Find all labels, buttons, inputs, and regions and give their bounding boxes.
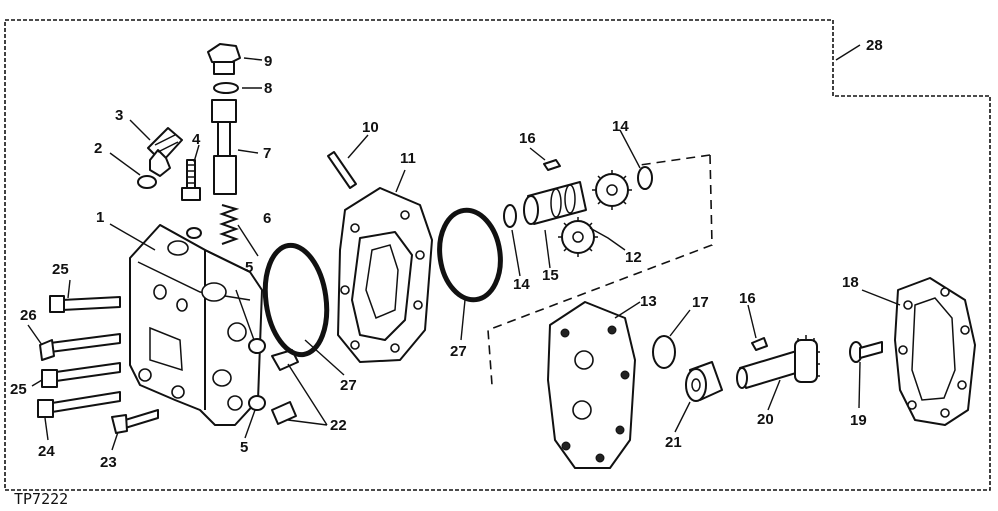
callout-23: 23 (100, 454, 117, 471)
gear-shaft-part-15 (523, 181, 587, 225)
callout-25-upper: 25 (52, 261, 69, 278)
hydraulic-fitting-part-3 (147, 127, 183, 177)
gear-part-12-lower (558, 217, 598, 257)
drive-gear-shaft-part-20 (736, 335, 820, 389)
callout-21: 21 (665, 434, 682, 451)
o-ring-part-8 (213, 82, 239, 94)
callout-9: 9 (264, 53, 272, 70)
seal-ring-part-5-lower (248, 395, 266, 411)
cap-screw-part-26 (39, 333, 121, 361)
valve-part-4 (181, 159, 201, 201)
callout-11: 11 (400, 150, 416, 167)
plug-part-9 (207, 43, 241, 75)
plug-part-22-lower (271, 401, 297, 425)
gear-group-dashed-outline (487, 154, 713, 386)
gasket-part-18 (894, 277, 976, 426)
cap-screw-part-25-upper (49, 295, 121, 313)
woodruff-key-part-16-lower (751, 337, 768, 351)
callout-20: 20 (757, 411, 774, 428)
bushing-part-14-left (503, 204, 517, 228)
callout-26: 26 (20, 307, 37, 324)
small-o-ring (186, 227, 202, 239)
assembly-frame-28 (4, 19, 991, 491)
callout-22: 22 (330, 417, 347, 434)
callout-labels: 1 2 3 4 5 5 6 7 8 9 10 11 12 13 14 14 15… (10, 37, 883, 471)
plug-part-22-upper (271, 349, 299, 371)
seal-ring-part-2 (137, 175, 157, 189)
callout-12: 12 (625, 249, 642, 266)
callout-27-right: 27 (450, 343, 467, 360)
callout-19: 19 (850, 412, 867, 429)
gasket-seal-part-27-left (262, 242, 330, 358)
callout-5-lower: 5 (240, 439, 248, 456)
callout-18: 18 (842, 274, 859, 291)
callout-2: 2 (94, 140, 102, 157)
screw-part-23 (111, 409, 159, 434)
gear-part-12-upper (592, 170, 632, 210)
cap-screw-part-25-lower (41, 362, 121, 388)
leader-lines (27, 44, 901, 451)
bearing-part-21 (685, 361, 723, 402)
valve-spool-part-7 (211, 99, 237, 195)
callout-4: 4 (192, 131, 201, 148)
callout-13: 13 (640, 293, 657, 310)
screw-part-19 (849, 341, 883, 363)
end-plate-part-13 (547, 301, 636, 469)
callout-16-upper: 16 (519, 130, 536, 147)
pump-housing-part-11 (337, 187, 433, 363)
dowel-pin-part-10 (327, 151, 357, 189)
callout-17: 17 (692, 294, 709, 311)
callout-16-lower: 16 (739, 290, 756, 307)
figure-reference: TP7222 (14, 490, 68, 508)
callout-14-upper: 14 (612, 118, 629, 135)
valve-housing-part-1 (129, 224, 263, 426)
woodruff-key-part-16-upper (543, 159, 561, 171)
callout-10: 10 (362, 119, 379, 136)
callout-27-left: 27 (340, 377, 357, 394)
bushing-part-14-right (637, 166, 653, 190)
callout-14-lower: 14 (513, 276, 530, 293)
callout-1: 1 (96, 209, 104, 226)
callout-7: 7 (263, 145, 271, 162)
spring-part-6 (219, 204, 240, 245)
callout-28: 28 (866, 37, 883, 54)
callout-24: 24 (38, 443, 55, 460)
cap-screw-part-24 (37, 391, 121, 418)
callout-25-lower: 25 (10, 381, 27, 398)
callout-6: 6 (263, 210, 271, 227)
seal-ring-part-5-upper (248, 338, 266, 354)
callout-15: 15 (542, 267, 559, 284)
callout-3: 3 (115, 107, 123, 124)
shaft-seal-part-17 (652, 335, 676, 369)
gasket-seal-part-27-right (437, 207, 503, 303)
callout-8: 8 (264, 80, 272, 97)
callout-5-upper: 5 (245, 259, 253, 276)
